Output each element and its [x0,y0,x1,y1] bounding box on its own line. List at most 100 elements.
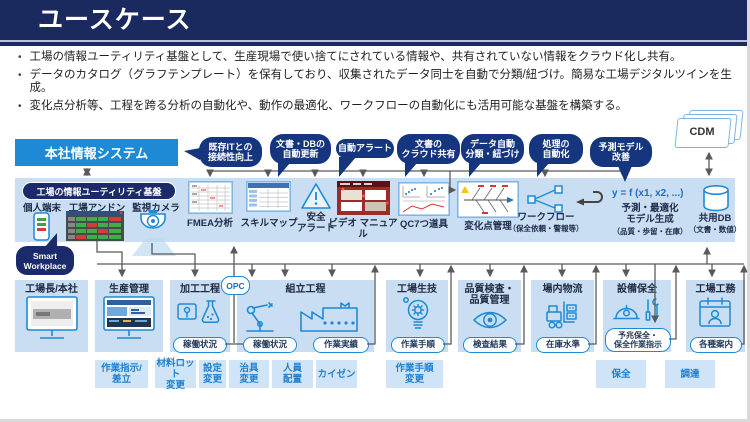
dept-title: 加工工程 [180,284,220,295]
platform-title-pill: 工場の情報ユーティリティ基盤 [22,182,176,200]
callout-label: 文書・DBの 自動更新 [276,138,325,160]
header-divider [0,40,747,42]
fmea-screenshot [188,181,233,214]
callout-it-connectivity: 既存ITとの 接続性向上 [183,137,262,167]
app-label-qc7: QC7つ道具 [399,219,449,230]
calendar-person-icon [699,297,731,327]
cdm-label: CDM [689,126,715,138]
callout-label: 既存ITとの 接続性向上 [207,141,253,163]
callout-label: 処理の 自動化 [542,138,570,160]
tag-operation-status: 稼働状況 [173,337,227,353]
qc7-tools-screenshot [398,182,450,216]
surveillance-camera-icon [140,210,166,229]
cdm-stack: CDM [674,110,744,150]
device-label-andon: 工場アンドン [68,203,126,214]
safety-alert-triangle-icon [301,183,331,209]
hq-system-box: 本社情報システム [15,139,178,166]
device-label-terminal: 個人端末 [22,203,61,214]
dept-box-quality: 品質検査・ 品質管理 検査結果 [458,280,521,353]
tag-work-results: 作業実績 [313,337,369,353]
video-manual-screenshot [337,181,390,215]
action-staffing: 人員 配置 [272,360,313,388]
action-procurement: 調達 [665,360,715,388]
andon-screenshot [66,211,124,241]
dept-box-production-control: 生産管理 [95,280,163,352]
tag-inspection-results: 検査結果 [463,337,517,353]
app-sub-shared-db: （文書・数値） [688,225,742,234]
shared-db-cylinder-icon [703,185,729,212]
action-setting-change: 設定 変更 [199,360,226,388]
app-label-fmea: FMEA分析 [187,218,233,229]
forklift-icon [546,301,577,329]
action-material-lot-change: 材料ロット 変更 [155,357,196,391]
dept-title: 工場生技 [397,284,437,295]
tag-inventory-level: 在庫水準 [536,337,590,353]
app-label-workflow: ワークフロー [517,212,575,223]
dept-box-factory-head: 工場長/本社 [15,280,88,352]
helmet-tools-icon [613,298,659,321]
skillmap-screenshot [246,181,291,212]
header-bar: ユースケース [0,0,747,40]
tag-various-guidance: 各種案内 [690,337,742,353]
app-label-video-manual: ビデオ マニュアル [328,218,398,240]
action-maintenance: 保全 [596,360,646,388]
opc-label: OPC [226,280,245,291]
workflow-branch-icon [527,185,563,213]
tag-work-procedure: 作業手順 [391,337,445,353]
bullet-item: データのカタログ（グラフテンプレート）を保有しており、収集されたデータ同士を自動… [16,69,742,95]
bullet-item: 工場の情報ユーティリティ基盤として、生産現場で使い捨てにされている情報や、共有さ… [16,51,742,64]
callout-label: 予測モデル 改善 [598,141,644,163]
dept-box-maintenance: 設備保全 予兆保全・ 保全作業指示 [603,280,671,352]
app-label-shared-db: 共用DB [698,213,732,224]
assembly-icon [246,302,358,332]
fishbone-screenshot [457,181,519,218]
dept-title: 場内物流 [542,284,583,295]
action-work-order: 作業指示/ 差立 [95,360,148,388]
smart-workplace-bubble: Smart Workplace [16,233,74,275]
machining-icon [177,300,220,324]
dept-title: 工場工務 [695,284,736,295]
monitor-dashboard-icon [103,296,155,339]
dept-box-engineering: 工場生技 作業手順 [386,280,448,353]
app-sub-workflow: （保全依頼・警報等） [508,224,584,233]
app-label-skillmap: スキルマップ [240,218,298,229]
app-label-change-point: 変化点管理 [464,221,512,232]
dept-title: 工場長/本社 [25,284,78,295]
platform-title: 工場の情報ユーティリティ基盤 [36,186,162,197]
dept-box-assembly: 組立工程 稼働状況 作業実績 [237,280,374,353]
callout-label: データ自動 分類・紐づけ [465,138,520,160]
dept-title: 品質検査・ 品質管理 [464,284,515,306]
dept-title: 組立工程 [285,284,326,295]
smart-workplace-label: Smart Workplace [23,250,67,271]
dept-box-logistics: 場内物流 在庫水準 [531,280,594,353]
tag-operation-status: 稼働状況 [243,337,297,353]
hq-system-label: 本社情報システム [44,146,149,161]
callout-model-improve: 予測モデル 改善 [590,137,652,182]
page-title: ユースケース [38,6,192,34]
action-jig-change: 治具 変更 [229,360,269,388]
action-kaizen: カイゼン [316,360,357,388]
dept-title: 設備保全 [617,284,657,295]
app-label-predict-model: 予測・最適化 モデル生成 [621,203,679,225]
camera-beam [132,238,176,256]
callout-doc-db-update: 文書・DBの 自動更新 [270,134,331,177]
bulb-gear-icon [403,297,429,329]
opc-pill: OPC [221,276,250,295]
monitor-photo-icon [26,296,78,339]
callout-cloud-share: 文書の クラウド共有 [397,134,460,177]
prediction-formula: y = f (x1, x2, ...) [612,188,684,199]
bullet-item: 変化点分析等、工程を跨る分析の自動化や、動作の最適化、ワークフローの自動化にも活… [16,100,742,113]
device-label-camera: 監視カメラ [132,203,180,214]
action-procedure-change: 作業手順 変更 [386,360,443,388]
callout-label: 自動アラート [337,143,392,154]
bullet-list: 工場の情報ユーティリティ基盤として、生産現場で使い捨てにされている情報や、共有さ… [16,51,742,118]
app-label-safety-alert: 安全 アラート [296,212,335,234]
loop-arrow-icon [576,191,603,206]
callout-process-automation: 処理の 自動化 [529,134,583,177]
app-sub-predict-model: （品質・歩留・在庫） [612,227,688,236]
tag-predictive-maintenance: 予兆保全・ 保全作業指示 [605,328,671,352]
callout-auto-alert: 自動アラート [336,139,394,178]
dept-box-machining: 加工工程 稼働状況 [170,280,230,353]
callout-label: 文書の クラウド共有 [401,138,456,160]
